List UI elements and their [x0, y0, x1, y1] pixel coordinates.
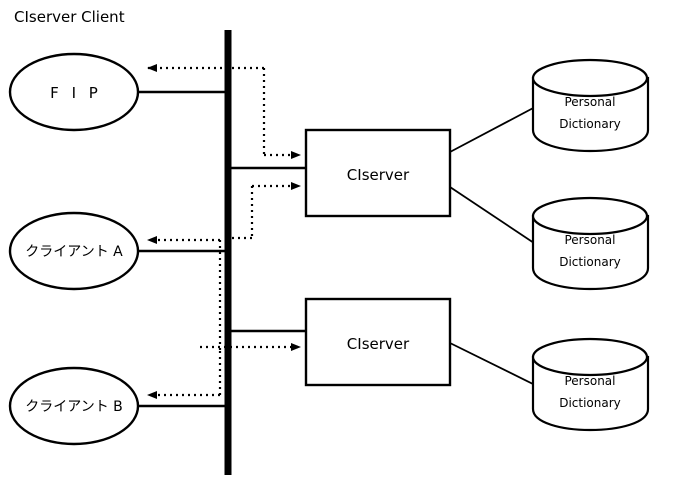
client-b-ellipse [8, 366, 140, 446]
ciserver-top-box [304, 128, 452, 218]
dict-3-label-line2: Dictionary [559, 396, 621, 410]
client-node-fip[interactable]: F I P [8, 52, 140, 132]
ciserver-bottom-label: CIserver [347, 335, 410, 353]
dict-3-label-line1: Personal [564, 374, 615, 388]
datastore-node-dict-3[interactable]: Personal Dictionary [531, 337, 650, 432]
dict-1-cylinder-top [531, 58, 649, 98]
dict-2-label-line2: Dictionary [559, 255, 621, 269]
datastore-node-dict-1[interactable]: Personal Dictionary [531, 58, 650, 153]
diagram-title: CIserver Client [14, 8, 125, 26]
client-b-label: クライアント B [25, 399, 123, 415]
datastore-node-dict-2[interactable]: Personal Dictionary [531, 196, 650, 291]
client-node-client-a[interactable]: クライアント A [8, 211, 140, 291]
dict-3-cylinder-body [531, 355, 650, 432]
link-ciserver-bottom-to-dict-3 [449, 342, 538, 387]
client-a-label: クライアント A [25, 244, 123, 260]
dict-1-label-line2: Dictionary [559, 117, 621, 131]
dict-2-cylinder-body [531, 214, 650, 291]
client-a-ellipse [8, 211, 140, 291]
fip-label: F I P [50, 84, 102, 102]
server-node-ciserver-bottom[interactable]: CIserver [304, 297, 452, 387]
dict-2-cylinder-top [531, 196, 649, 236]
link-ciserver-top-to-dict-1 [449, 105, 538, 153]
client-node-client-b[interactable]: クライアント B [8, 366, 140, 446]
dict-1-label-line1: Personal [564, 95, 615, 109]
dict-3-cylinder-top [531, 337, 649, 377]
link-ciserver-top-to-dict-2 [449, 186, 538, 246]
fip-ellipse [8, 52, 140, 132]
server-node-ciserver-top[interactable]: CIserver [304, 128, 452, 218]
dict-1-cylinder-body [531, 76, 650, 153]
dict-2-label-line1: Personal [564, 233, 615, 247]
ciserver-bottom-box [304, 297, 452, 387]
ciserver-top-label: CIserver [347, 166, 410, 184]
